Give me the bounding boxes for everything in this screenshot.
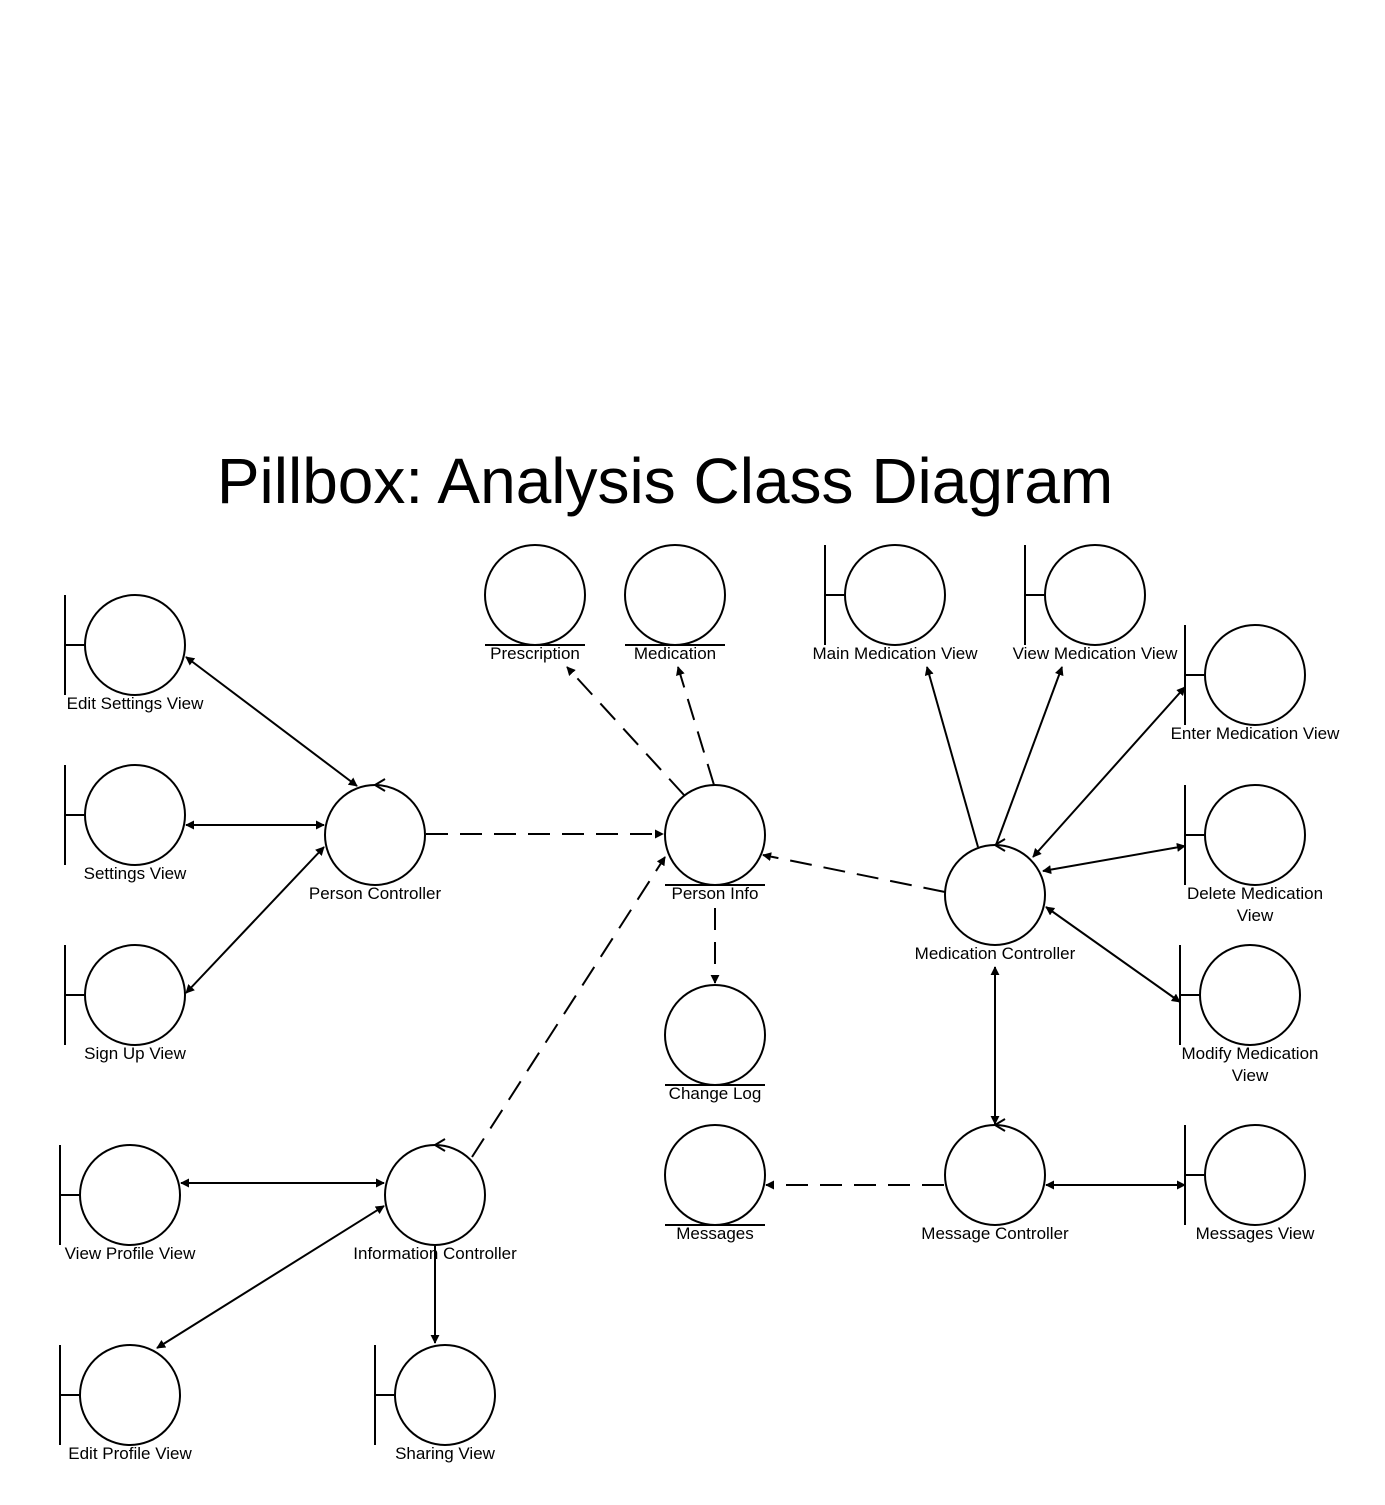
edge-information-controller-person-info <box>471 856 666 1158</box>
edge-medication-controller-modify-medication-view <box>1045 906 1181 1003</box>
control-person-controller[interactable]: Person Controller <box>309 778 442 903</box>
medication-controller-label: Medication Controller <box>915 944 1076 963</box>
edit-profile-view-label: Edit Profile View <box>68 1444 192 1463</box>
edge-medication-controller-person-info <box>762 852 946 893</box>
change-log-label: Change Log <box>669 1084 762 1103</box>
person-controller-label: Person Controller <box>309 884 442 903</box>
boundary-settings-view[interactable]: Settings View <box>64 764 187 883</box>
boundary-modify-medication-view[interactable]: Modify Medication View <box>1179 944 1319 1085</box>
edge-person-info-medication <box>676 666 715 786</box>
settings-view-label: Settings View <box>84 864 187 883</box>
edge-medication-controller-view-medication-view <box>995 666 1064 846</box>
message-controller-label: Message Controller <box>921 1224 1069 1243</box>
entity-prescription[interactable]: Prescription <box>484 544 586 663</box>
main-medication-view-label: Main Medication View <box>812 644 978 663</box>
boundary-edit-settings-view[interactable]: Edit Settings View <box>64 594 204 713</box>
delete-medication-view-label-line2: View <box>1237 906 1274 925</box>
edge-sign-up-person-controller <box>185 846 325 994</box>
control-medication-controller[interactable]: Medication Controller <box>915 838 1076 963</box>
messages-label: Messages <box>676 1224 753 1243</box>
modify-medication-view-label-line2: View <box>1232 1066 1269 1085</box>
boundary-view-medication-view[interactable]: View Medication View <box>1013 544 1178 663</box>
boundary-enter-medication-view[interactable]: Enter Medication View <box>1171 624 1341 743</box>
modify-medication-view-label-line1: Modify Medication <box>1181 1044 1318 1063</box>
edge-person-info-prescription <box>566 666 685 796</box>
boundary-view-profile-view[interactable]: View Profile View <box>59 1144 196 1263</box>
entity-messages[interactable]: Messages <box>664 1124 766 1243</box>
boundary-delete-medication-view[interactable]: Delete Medication View <box>1184 784 1323 925</box>
delete-medication-view-label-line1: Delete Medication <box>1187 884 1323 903</box>
boundary-messages-view[interactable]: Messages View <box>1184 1124 1315 1243</box>
entity-person-info[interactable]: Person Info <box>664 784 766 903</box>
boundary-sharing-view[interactable]: Sharing View <box>374 1344 496 1463</box>
messages-view-label: Messages View <box>1196 1224 1315 1243</box>
edge-medication-controller-enter-medication-view <box>1032 686 1186 858</box>
sign-up-view-label: Sign Up View <box>84 1044 186 1063</box>
diagram-title: Pillbox: Analysis Class Diagram <box>217 445 1113 517</box>
information-controller-label: Information Controller <box>353 1244 517 1263</box>
edit-settings-view-label: Edit Settings View <box>67 694 204 713</box>
edge-edit-profile-information-controller <box>156 1205 385 1349</box>
edge-edit-settings-person-controller <box>185 656 358 787</box>
edge-medication-controller-main-medication-view <box>924 666 979 848</box>
enter-medication-view-label: Enter Medication View <box>1171 724 1341 743</box>
boundary-sign-up-view[interactable]: Sign Up View <box>64 944 187 1063</box>
medication-label: Medication <box>634 644 716 663</box>
control-information-controller[interactable]: Information Controller <box>353 1138 517 1263</box>
boundary-edit-profile-view[interactable]: Edit Profile View <box>59 1344 192 1463</box>
view-medication-view-label: View Medication View <box>1013 644 1178 663</box>
edge-medication-controller-delete-medication-view <box>1042 842 1186 875</box>
connectors <box>156 656 1186 1349</box>
sharing-view-label: Sharing View <box>395 1444 496 1463</box>
control-message-controller[interactable]: Message Controller <box>921 1118 1069 1243</box>
entity-change-log[interactable]: Change Log <box>664 984 766 1103</box>
view-profile-view-label: View Profile View <box>65 1244 196 1263</box>
boundary-main-medication-view[interactable]: Main Medication View <box>812 544 978 663</box>
person-info-label: Person Info <box>672 884 759 903</box>
entity-medication[interactable]: Medication <box>624 544 726 663</box>
prescription-label: Prescription <box>490 644 580 663</box>
